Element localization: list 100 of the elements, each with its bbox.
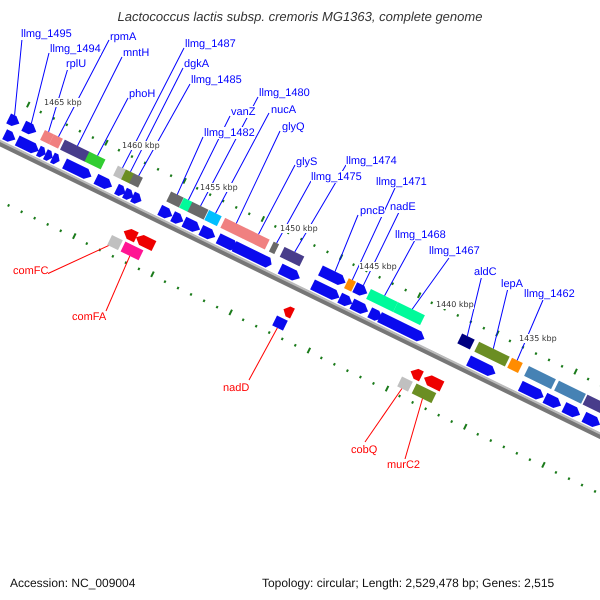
gene-feature bbox=[284, 306, 295, 319]
gene-feature bbox=[344, 278, 356, 292]
gene-feature bbox=[62, 158, 92, 179]
leader-line bbox=[58, 40, 110, 138]
gene-feature bbox=[166, 192, 184, 208]
gene-label: cobQ bbox=[351, 444, 378, 456]
gene-feature bbox=[466, 356, 496, 376]
gene-feature bbox=[188, 202, 208, 220]
gene-feature bbox=[120, 242, 144, 260]
gene-label: nadE bbox=[390, 201, 416, 213]
gene-feature bbox=[50, 152, 60, 164]
gene-feature bbox=[410, 368, 424, 382]
gene-label: rpmA bbox=[110, 31, 136, 43]
gene-feature bbox=[204, 210, 222, 226]
accession-text: Accession: NC_009004 bbox=[10, 576, 136, 590]
gene-label: glyQ bbox=[282, 121, 305, 133]
gene-feature bbox=[412, 384, 436, 404]
gene-feature bbox=[582, 412, 600, 427]
leader-line bbox=[138, 84, 190, 176]
gene-label: mntH bbox=[123, 47, 150, 59]
gene-feature bbox=[337, 292, 352, 306]
gene-feature bbox=[518, 380, 544, 400]
gene-label: comFC bbox=[13, 265, 48, 277]
gene-feature bbox=[40, 130, 54, 144]
leader-line bbox=[215, 112, 270, 214]
gene-label: llmg_1480 bbox=[259, 87, 310, 99]
leader-line bbox=[14, 38, 22, 116]
gene-label: llmg_1467 bbox=[429, 245, 480, 257]
leader-line bbox=[46, 245, 110, 274]
gene-label: llmg_1494 bbox=[50, 43, 101, 55]
gene-feature bbox=[278, 264, 300, 281]
gene-label: llmg_1471 bbox=[376, 176, 427, 188]
gene-label: llmg_1462 bbox=[524, 288, 575, 300]
leader-line bbox=[106, 255, 130, 312]
gene-feature bbox=[113, 166, 127, 180]
leader-line bbox=[248, 327, 278, 380]
gene-feature bbox=[43, 149, 53, 161]
gene-feature bbox=[182, 216, 200, 232]
scale-label: 1455 kbp bbox=[200, 183, 238, 192]
leader-line bbox=[492, 288, 508, 350]
gene-feature bbox=[170, 211, 184, 224]
gene-feature bbox=[6, 113, 20, 126]
gene-feature bbox=[457, 333, 475, 350]
gene-feature bbox=[157, 204, 172, 218]
gene-label: vanZ bbox=[231, 106, 256, 118]
gene-feature bbox=[136, 234, 156, 251]
gene-feature bbox=[350, 298, 368, 314]
gene-feature bbox=[216, 233, 238, 250]
scale-label: 1440 kbp bbox=[436, 300, 474, 309]
gene-feature bbox=[94, 174, 112, 189]
gene-label: llmg_1474 bbox=[346, 155, 397, 167]
gene-feature bbox=[122, 188, 134, 200]
gene-label: llmg_1475 bbox=[311, 171, 362, 183]
gene-label: nadD bbox=[223, 382, 250, 394]
leader-line bbox=[334, 214, 358, 272]
leader-line bbox=[384, 240, 416, 296]
gene-feature bbox=[107, 235, 123, 250]
gene-feature bbox=[352, 282, 368, 296]
scale-label: 1445 kbp bbox=[359, 262, 397, 271]
leader-line bbox=[352, 188, 396, 280]
gene-label: llmg_1485 bbox=[191, 74, 242, 86]
gene-label: lepA bbox=[501, 278, 524, 290]
gene-feature bbox=[36, 146, 46, 158]
gene-label: dgkA bbox=[184, 58, 210, 70]
gene-feature bbox=[2, 129, 16, 142]
gene-feature bbox=[60, 140, 90, 162]
gene-feature bbox=[366, 288, 398, 312]
gene-label: llmg_1482 bbox=[204, 127, 255, 139]
gene-feature bbox=[280, 246, 304, 266]
leader-line bbox=[404, 398, 423, 460]
leader-line bbox=[176, 136, 204, 196]
gene-label: rplU bbox=[66, 58, 86, 70]
gene-feature bbox=[262, 256, 272, 268]
gene-label: phoH bbox=[129, 88, 156, 100]
gene-label: comFA bbox=[72, 311, 106, 323]
leader-line bbox=[122, 48, 184, 168]
gene-feature bbox=[582, 394, 600, 414]
gene-feature bbox=[393, 302, 425, 326]
gene-label: glyS bbox=[296, 156, 318, 168]
scale-label: 1460 kbp bbox=[122, 141, 160, 150]
gene-feature bbox=[367, 307, 382, 321]
gene-label: murC2 bbox=[387, 459, 420, 471]
gene-feature bbox=[397, 376, 413, 392]
gene-feature bbox=[507, 358, 523, 373]
gene-feature bbox=[130, 192, 142, 204]
gene-feature bbox=[198, 224, 216, 240]
gene-label: llmg_1495 bbox=[21, 28, 72, 40]
gene-label: aldC bbox=[474, 266, 497, 278]
gene-feature bbox=[272, 316, 288, 331]
gene-label: llmg_1468 bbox=[395, 229, 446, 241]
gene-feature bbox=[49, 134, 63, 149]
leader-line bbox=[30, 52, 50, 124]
gene-feature bbox=[554, 380, 586, 404]
leader-line bbox=[258, 164, 296, 235]
gene-feature bbox=[562, 402, 580, 418]
gene-feature bbox=[318, 266, 346, 286]
gene-feature bbox=[242, 228, 270, 250]
gene-feature bbox=[220, 218, 248, 239]
gene-feature bbox=[377, 312, 424, 342]
gene-feature bbox=[524, 366, 556, 390]
